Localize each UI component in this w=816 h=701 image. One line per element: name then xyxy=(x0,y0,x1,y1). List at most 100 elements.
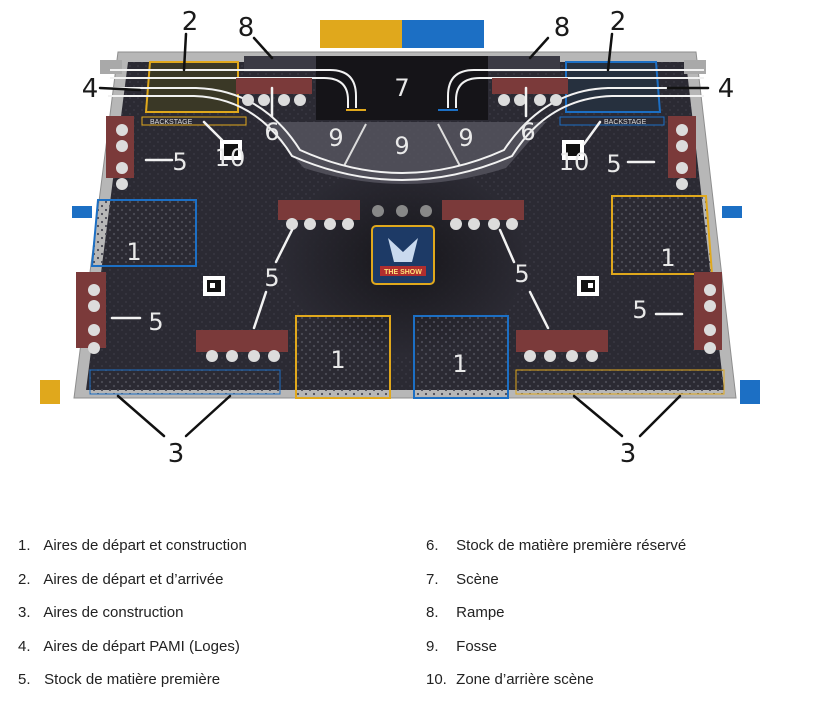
callout-6-right: 6 xyxy=(520,118,535,146)
reserved-stock-left xyxy=(236,78,312,106)
callout-8-right: 8 xyxy=(554,13,571,43)
the-show-logo: THE SHOW xyxy=(371,225,435,285)
callout-1-bottom-left: 1 xyxy=(330,346,345,374)
callout-4-left: 4 xyxy=(82,74,99,104)
playing-field-diagram: BACKSTAGE BACKSTAGE xyxy=(40,7,760,469)
legend-text: Aires de construction xyxy=(43,604,184,621)
pit-divider xyxy=(437,123,461,167)
pami-track-right xyxy=(447,69,704,108)
callout-2-right: 2 xyxy=(610,7,627,37)
stock-center-bottom-right xyxy=(516,330,608,362)
legend-number: 5. xyxy=(18,671,31,688)
legend-item: 6. Stock de matière première réservé xyxy=(426,532,816,566)
legend-text: Stock de matière première xyxy=(44,671,221,688)
callout-5-left-bottom: 5 xyxy=(148,308,163,336)
callout-4-right: 4 xyxy=(718,74,735,104)
legend-item: 1. Aires de départ et construction xyxy=(18,532,418,566)
zone-3-right xyxy=(515,369,725,395)
zone-1-bottom-yellow xyxy=(295,315,391,399)
zone-1-bottom-blue xyxy=(413,315,509,399)
svg-text:THE SHOW: THE SHOW xyxy=(384,269,422,276)
side-tab-blue xyxy=(740,380,760,404)
backstage-label-right: BACKSTAGE xyxy=(604,119,647,126)
ramp-left xyxy=(244,56,316,72)
arc-track-inner xyxy=(108,95,704,181)
legend-text: Zone d’arrière scène xyxy=(456,671,594,688)
stock-right-top xyxy=(668,116,696,190)
marker-backstage-right xyxy=(562,140,584,160)
stock-left-bottom xyxy=(76,272,106,354)
stock-left-top xyxy=(106,116,134,190)
legend-text: Fosse xyxy=(456,637,498,655)
callout-3-right: 3 xyxy=(620,439,637,469)
callout-1-bottom-right: 1 xyxy=(452,350,467,378)
callout-2-left: 2 xyxy=(182,7,199,37)
legend-number: 10. xyxy=(426,671,447,688)
center-disk xyxy=(396,205,408,217)
legend-right: 6. Stock de matière première réservé 7. … xyxy=(426,532,816,700)
marker-left xyxy=(203,276,225,296)
side-tab-blue xyxy=(722,206,742,218)
callout-8-left: 8 xyxy=(238,13,255,43)
backstage-strip-right xyxy=(559,116,665,126)
stock-center-top-left xyxy=(278,200,360,230)
legend-text: Aires de départ et construction xyxy=(43,537,247,554)
ramp-right xyxy=(488,56,560,72)
callout-9-center: 9 xyxy=(394,132,409,160)
callout-6-left: 6 xyxy=(264,118,279,146)
pointer-lines xyxy=(98,32,710,438)
callout-9-right: 9 xyxy=(458,124,473,152)
legend-item: 9. Fosse xyxy=(426,633,816,667)
legend-number: 7. xyxy=(426,570,439,588)
backstage-label-left: BACKSTAGE xyxy=(150,119,193,126)
callout-5-right-bottom: 5 xyxy=(632,296,647,324)
center-disk xyxy=(420,205,432,217)
legend-item: 2. Aires de départ et d’arrivée xyxy=(18,566,418,600)
callout-3-left: 3 xyxy=(168,439,185,469)
legend-number: 6. xyxy=(426,537,439,554)
callout-5-right-top: 5 xyxy=(606,150,621,178)
side-tab-yellow xyxy=(40,380,60,404)
stage-banner-yellow xyxy=(320,20,402,48)
callout-5-center-left: 5 xyxy=(264,264,279,292)
legend-number: 1. xyxy=(18,537,31,554)
legend-number: 9. xyxy=(426,637,439,655)
callout-9-left: 9 xyxy=(328,124,343,152)
legend-item: 5. Stock de matière première xyxy=(18,666,418,700)
pami-track-left-inner xyxy=(110,77,349,108)
legend-item: 7. Scène xyxy=(426,566,816,600)
legend-item: 10. Zone d’arrière scène xyxy=(426,666,816,700)
stock-right-bottom xyxy=(694,272,722,354)
stage-banner-blue xyxy=(402,20,484,48)
stock-center-top-right xyxy=(442,200,524,230)
zone-3-left xyxy=(89,369,281,395)
legend-text: Rampe xyxy=(456,604,505,621)
pit-divider xyxy=(343,123,367,167)
legend-text: Aires de départ PAMI (Loges) xyxy=(43,637,240,655)
legend-number: 8. xyxy=(426,604,439,621)
legend-item: 8. Rampe xyxy=(426,599,816,633)
stage-scene xyxy=(316,56,488,120)
legend-item: 4. Aires de départ PAMI (Loges) xyxy=(18,633,418,667)
reserved-stock-right xyxy=(492,78,568,106)
callout-7: 7 xyxy=(394,74,409,102)
callout-1-right: 1 xyxy=(660,244,675,272)
backstage-strip-left xyxy=(141,116,247,126)
pami-track-right-inner xyxy=(455,77,704,108)
callout-5-center-right: 5 xyxy=(514,260,529,288)
legend-text: Aires de départ et d’arrivée xyxy=(43,570,224,588)
callout-5-left-top: 5 xyxy=(172,148,187,176)
side-tab xyxy=(100,60,122,74)
marker-backstage-left xyxy=(220,140,242,160)
side-tab xyxy=(684,60,706,74)
callout-10-left: 10 xyxy=(215,144,246,172)
legend-item: 3. Aires de construction xyxy=(18,599,418,633)
legend-number: 3. xyxy=(18,604,31,621)
legend-left: 1. Aires de départ et construction 2. Ai… xyxy=(18,532,418,700)
marker-right xyxy=(577,276,599,296)
stock-center-bottom-left xyxy=(196,330,288,362)
center-disk xyxy=(372,205,384,217)
legend-text: Stock de matière première réservé xyxy=(456,537,687,554)
legend-number: 4. xyxy=(18,637,31,655)
legend-number: 2. xyxy=(18,570,31,588)
